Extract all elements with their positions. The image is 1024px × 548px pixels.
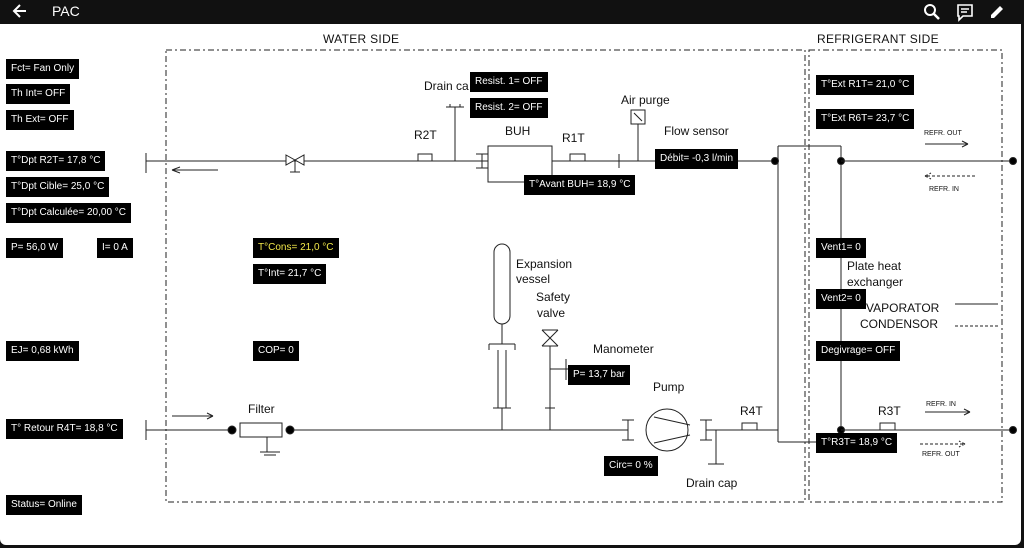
valve-stem <box>290 160 300 173</box>
condensor-label: CONDENSOR <box>860 317 939 331</box>
pump-impeller <box>653 416 691 444</box>
drain-cap-top-label: Drain ca <box>424 79 469 93</box>
air-purge-label: Air purge <box>621 93 670 107</box>
plate-hx-label-1: Plate heat <box>847 259 902 273</box>
avant-buh-value[interactable]: T°Avant BUH= 18,9 °C <box>524 175 636 195</box>
debit-value[interactable]: Débit= -0,3 l/min <box>655 149 739 169</box>
t-cons-value[interactable]: T°Cons= 21,0 °C <box>253 238 339 258</box>
degivrage-value[interactable]: Degivrage= OFF <box>816 341 901 361</box>
buh-label: BUH <box>505 124 531 138</box>
r3t-value[interactable]: T°R3T= 18,9 °C <box>816 433 898 453</box>
power-value[interactable]: P= 56,0 W <box>6 238 63 258</box>
circ-value[interactable]: Circ= 0 % <box>604 456 658 476</box>
dpt-cible-value[interactable]: T°Dpt Cible= 25,0 °C <box>6 177 110 197</box>
refrigerant-side-box <box>808 49 1003 503</box>
arrow-left-icon[interactable] <box>12 1 30 21</box>
comment-icon[interactable] <box>955 2 977 22</box>
cop-value[interactable]: COP= 0 <box>253 341 299 361</box>
manometer-label: Manometer <box>593 342 654 356</box>
ext-r1t-value[interactable]: T°Ext R1T= 21,0 °C <box>816 75 915 95</box>
t-int-value[interactable]: T°Int= 21,7 °C <box>253 264 327 284</box>
search-icon[interactable] <box>922 2 944 22</box>
r2t-label: R2T <box>414 128 437 142</box>
th-int-value[interactable]: Th Int= OFF <box>6 84 71 104</box>
pencil-icon[interactable] <box>987 2 1009 22</box>
retour-r4t-value[interactable]: T° Retour R4T= 18,8 °C <box>6 419 123 439</box>
resist1-value[interactable]: Resist. 1= OFF <box>470 72 548 92</box>
refr-out-arrow-top <box>925 140 969 148</box>
filter-label: Filter <box>248 402 275 416</box>
refr-in-bottom-label: REFR. IN <box>926 401 956 408</box>
safety-valve-label-2: valve <box>537 306 566 320</box>
r1t-sensor <box>569 153 586 162</box>
flow-flange <box>618 154 628 168</box>
resist2-value[interactable]: Resist. 2= OFF <box>470 98 548 118</box>
status-value[interactable]: Status= Online <box>6 495 82 515</box>
vent2-value[interactable]: Vent2= 0 <box>816 289 866 309</box>
fct-value[interactable]: Fct= Fan Only <box>6 59 80 79</box>
diagram-canvas: WATER SIDE REFRIGERANT SIDE Drain ca Air… <box>0 24 1021 545</box>
water-side-header: WATER SIDE <box>323 32 400 46</box>
supply-line <box>145 153 778 173</box>
r1t-label: R1T <box>562 131 585 145</box>
refrigerant-side-header: REFRIGERANT SIDE <box>817 32 939 46</box>
refr-in-top-label: REFR. IN <box>929 186 959 193</box>
th-ext-value[interactable]: Th Ext= OFF <box>6 110 74 130</box>
drain-cap-top <box>446 104 464 161</box>
pump-inlet-flange <box>622 419 634 441</box>
r2t-sensor <box>417 153 433 162</box>
refr-out-top-label: REFR. OUT <box>924 130 962 137</box>
safety-valve <box>541 329 559 347</box>
filter-drain <box>260 437 280 456</box>
drain-cap-bottom-label: Drain cap <box>686 476 738 490</box>
r3t-sensor <box>879 422 896 431</box>
drain-cap-bottom <box>708 430 724 465</box>
evaporator-label: VAPORATOR <box>866 301 940 315</box>
refr-in-arrow-top <box>924 172 975 180</box>
ej-value[interactable]: EJ= 0,68 kWh <box>6 341 79 361</box>
water-side-box <box>165 49 806 503</box>
expansion-vessel-pipe <box>488 324 516 430</box>
page-title: PAC <box>52 3 80 19</box>
refr-in-arrow-bottom <box>925 408 971 416</box>
return-line <box>145 420 778 440</box>
refr-out-bottom-label: REFR. OUT <box>922 451 960 458</box>
pump-label: Pump <box>653 380 685 394</box>
expansion-vessel-label-2: vessel <box>516 272 551 286</box>
safety-valve-pipe <box>545 346 566 430</box>
current-value[interactable]: I= 0 A <box>97 238 133 258</box>
pressure-value[interactable]: P= 13,7 bar <box>568 365 630 385</box>
expansion-vessel <box>493 243 511 325</box>
app-bar: PAC <box>0 0 1024 24</box>
refr-out-arrow-bottom <box>920 440 966 448</box>
dpt-calculee-value[interactable]: T°Dpt Calculée= 20,00 °C <box>6 203 131 223</box>
vent1-value[interactable]: Vent1= 0 <box>816 238 866 258</box>
dpt-r2t-value[interactable]: T°Dpt R2T= 17,8 °C <box>6 151 106 171</box>
return-arrow <box>172 412 214 420</box>
r4t-sensor <box>741 422 758 431</box>
pump-body <box>645 408 689 452</box>
filter-body <box>239 422 283 438</box>
expansion-vessel-label-1: Expansion <box>516 257 573 271</box>
r3t-label: R3T <box>878 404 901 418</box>
buh-flange <box>476 153 488 169</box>
supply-arrow <box>171 166 218 174</box>
air-purge-stem <box>633 112 643 161</box>
node <box>771 157 779 165</box>
r4t-label: R4T <box>740 404 763 418</box>
flow-sensor-label: Flow sensor <box>664 124 729 138</box>
safety-valve-label-1: Safety <box>536 290 571 304</box>
pump-outlet-flange <box>700 419 712 441</box>
plate-hx-label-2: exchanger <box>847 275 904 289</box>
ext-r6t-value[interactable]: T°Ext R6T= 23,7 °C <box>816 109 915 129</box>
